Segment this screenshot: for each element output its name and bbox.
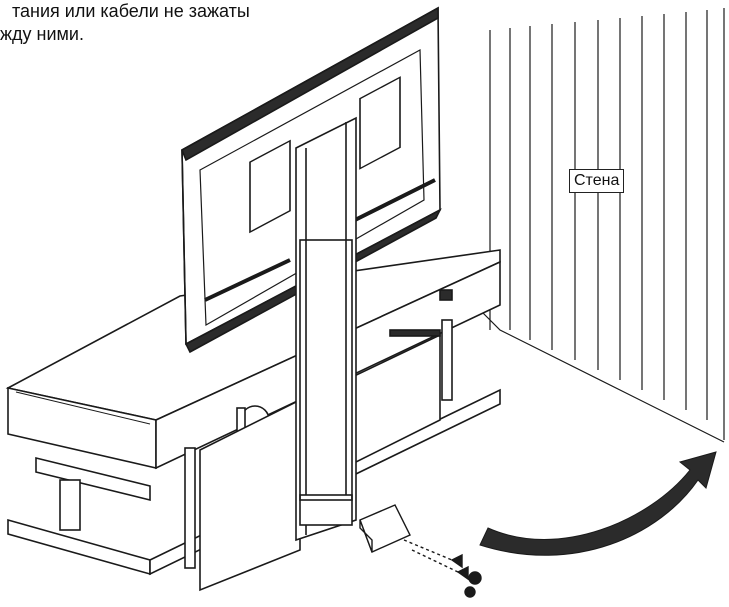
curved-arrow-icon	[479, 451, 717, 556]
bracket	[359, 504, 482, 598]
wall	[479, 8, 725, 443]
caption-line-2: жду ними.	[0, 24, 84, 44]
mount-pole	[295, 116, 357, 542]
instruction-caption: тания или кабели не зажаты жду ними.	[0, 0, 250, 46]
caption-line-1: тания или кабели не зажаты	[12, 1, 250, 21]
wall-label: Стена	[569, 169, 625, 193]
